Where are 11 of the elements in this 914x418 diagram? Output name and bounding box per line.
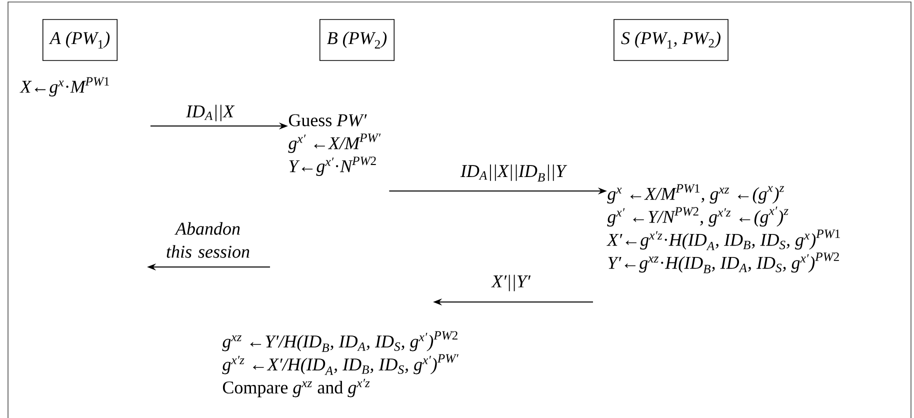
computation-text: $\text{Guess }\textit{PW′}$ $\textit{g}^{\textit{x′}}\text{ ←}\textit{X/M}^{\textit{PW′}}$ $\textit{Y} \text{←} \textit{g}^{\textit{x′}}\text{·}\textit{N}^{\textit{PW}\text{2}}$ xyxy=(288,114,381,176)
party-box: $\textit{B (PW}_{\text{2}}\textit{)}$ xyxy=(319,19,395,61)
computation-text: $\textit{X} \text{←} \textit{g}^{\textit{x}}\text{·}\textit{M}^{\textit{PW}\text{1}}$ xyxy=(20,77,110,96)
computation-text: $\textit{g}^{\textit{x}}\text{ ←}\textit{X/M}^{\textit{PW}\text{1}}\textit{, g}^{\textit{xz}}\text{ ←}\textit{(g}^{\textit{x}}\textit{)}^{\textit{z}}$ $\textit{g}^{\textit{x′}}\text{ ←}\textit{Y/N}^{\textit{PW}\text{2}}\textit{, g}^{\textit{x′z}}\text{ ←}\textit{(g}^{\textit{x′}}\textit{)}^{\textit{z}}$ $\textit{X′} \text{←} \textit{g}^{\textit{x′z}}\text{·}\textit{H(ID}_{\textit{A}}\textit{, ID}_{\textit{B}}\textit{, ID}_{\textit{S}}\textit{, g}^{\textit{x}}\textit{)}^{\textit{PW}\text{1}}$ $\textit{Y′} \text{←} \textit{g}^{\textit{xz}}\text{·}\textit{H(ID}_{\textit{B}}\textit{, ID}_{\textit{A}}\textit{, ID}_{\textit{S}}\textit{, g}^{\textit{x′}}\textit{)}^{\textit{PW}\text{2}}$ xyxy=(606,184,840,274)
edge-label: $\textit{ID}_{\textit{A}}\textit{||X}$ xyxy=(186,104,235,122)
party-box: $\textit{S (PW}_{\text{1}}\textit{, PW}_{\text{2}}\textit{)}$ xyxy=(614,19,728,61)
computation-text: $\textit{g}^{\textit{xz}}\text{ ←}\textit{Y′/H(ID}_{\textit{B}}\textit{, ID}_{\textit{A}}\textit{, ID}_{\textit{S}}\textit{, g}^{\textit{x′}}\textit{)}^{\textit{PW}\text{2}}$ $\textit{g}^{\textit{x′z}}\text{ ←}\textit{X′/H(ID}_{\textit{A}}\textit{, ID}_{\textit{B}}\textit{, ID}_{\textit{S}}\textit{, g}^{\textit{x′}}\textit{)}^{\textit{PW′}}$ $\text{Compare }\textit{g}^{\textit{xz}}\text{ and }\textit{g}^{\textit{x′z}}$ xyxy=(222,331,458,398)
message-label: Abandon this session xyxy=(166,222,250,258)
edge-label: $\textit{X′||Y′}$ xyxy=(491,274,531,292)
edge-label: $\textit{ID}_{\textit{A}}\textit{||X||ID}_{\textit{B}}\textit{||Y}$ xyxy=(460,164,568,182)
party-box: $\textit{A (PW}_{\text{1}}\textit{)}$ xyxy=(42,19,118,61)
